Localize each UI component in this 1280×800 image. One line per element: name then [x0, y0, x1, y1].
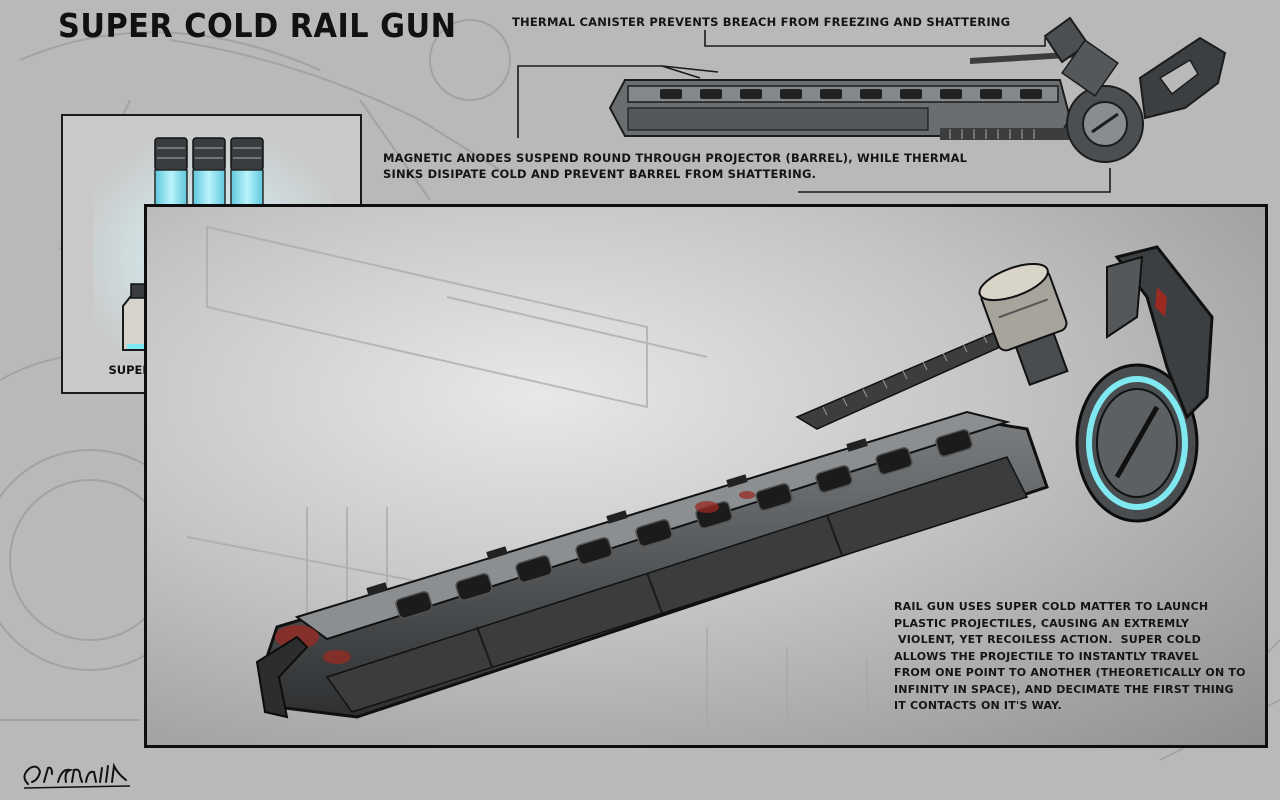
- magnetic-annotation-line-1: MAGNETIC ANODES SUSPEND ROUND THROUGH PR…: [383, 151, 968, 165]
- railgun-description-line-3: VIOLENT, YET RECOILESS ACTION. SUPER COL…: [894, 633, 1201, 646]
- page-title: SUPER COLD RAIL GUN: [58, 6, 457, 45]
- rail-gun-illustration: [186, 225, 1214, 727]
- railgun-description-line-6: INFINITY IN SPACE), AND DECIMATE THE FIR…: [894, 682, 1234, 696]
- magnetic-annotation: MAGNETIC ANODES SUSPEND ROUND THROUGH PR…: [383, 150, 967, 182]
- railgun-description-line-7: IT CONTACTS ON IT'S WAY.: [894, 699, 1062, 712]
- railgun-description: RAIL GUN USES SUPER COLD MATTER TO LAUNC…: [894, 599, 1246, 715]
- thermal-annotation: THERMAL CANISTER PREVENTS BREACH FROM FR…: [512, 15, 1011, 29]
- railgun-description-line-1: RAIL GUN USES SUPER COLD MATTER TO LAUNC…: [894, 600, 1209, 613]
- railgun-description-line-4: ALLOWS THE PROJECTILE TO INSTANTLY TRAVE…: [894, 649, 1199, 663]
- railgun-description-line-5: FROM ONE POINT TO ANOTHER (THEORETICALLY…: [894, 666, 1246, 679]
- magnetic-annotation-line-2: SINKS DISIPATE COLD AND PREVENT BARREL F…: [383, 167, 817, 181]
- main-illustration-panel: RAIL GUN USES SUPER COLD MATTER TO LAUNC…: [144, 204, 1268, 748]
- side-view-rifle: [608, 16, 1227, 163]
- railgun-description-line-2: PLASTIC PROJECTILES, CAUSING AN EXTREMLY: [894, 616, 1190, 630]
- artist-signature: [23, 762, 131, 789]
